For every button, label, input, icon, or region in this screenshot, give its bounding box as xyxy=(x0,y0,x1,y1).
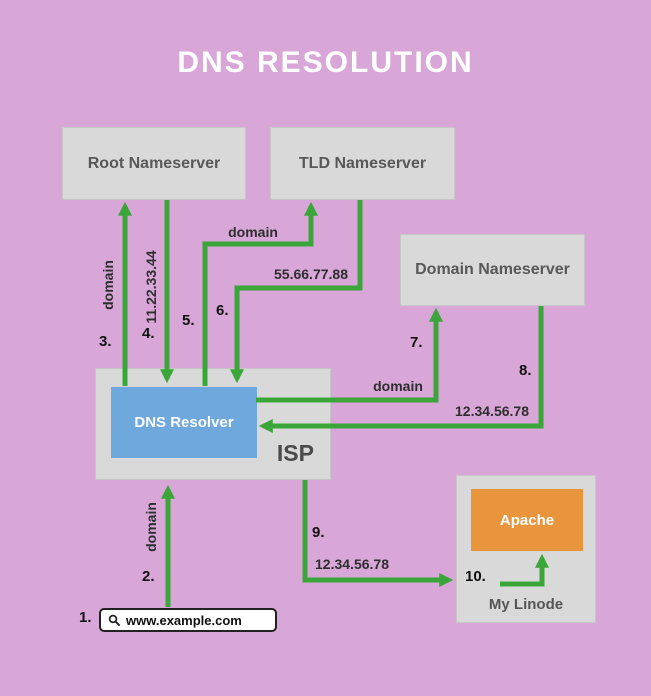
node-domain-nameserver: Domain Nameserver xyxy=(400,234,585,306)
tld-nameserver-label: TLD Nameserver xyxy=(298,154,427,172)
step-number-5: 5. xyxy=(182,312,195,329)
step-number-3: 3. xyxy=(99,333,112,350)
node-tld-nameserver: TLD Nameserver xyxy=(270,127,455,200)
search-icon xyxy=(108,614,121,626)
arrow-label-ip-9: 12.34.56.78 xyxy=(315,556,389,572)
domain-nameserver-label: Domain Nameserver xyxy=(415,261,570,278)
diagram-title: DNS RESOLUTION xyxy=(177,46,474,79)
step-number-9: 9. xyxy=(312,524,325,541)
step-number-4: 4. xyxy=(142,325,155,342)
step-number-2: 2. xyxy=(142,568,155,585)
arrow-label-ip-8: 12.34.56.78 xyxy=(455,403,529,419)
arrow-label-ip-6: 55.66.77.88 xyxy=(274,266,348,282)
url-text: www.example.com xyxy=(126,612,242,628)
node-apache: Apache xyxy=(471,489,583,551)
isp-label: ISP xyxy=(276,440,314,466)
arrow-label-domain-2: domain xyxy=(143,502,159,552)
dns-resolver-label: DNS Resolver xyxy=(134,414,234,431)
step-number-6: 6. xyxy=(216,302,229,319)
node-isp: DNS Resolver ISP xyxy=(95,368,331,480)
arrow-label-domain-7: domain xyxy=(373,378,423,394)
arrow-label-ip-4: 11.22.33.44 xyxy=(143,250,159,324)
step-number-8: 8. xyxy=(519,362,532,379)
arrow-label-domain-3: domain xyxy=(100,260,116,310)
step-number-10: 10. xyxy=(465,568,486,585)
node-my-linode: Apache My Linode xyxy=(456,475,596,623)
step-number-1: 1. xyxy=(79,609,92,626)
my-linode-label: My Linode xyxy=(488,596,564,613)
url-search-box[interactable]: www.example.com xyxy=(99,608,277,632)
node-dns-resolver: DNS Resolver xyxy=(111,387,257,458)
arrow-label-domain-5: domain xyxy=(228,224,278,240)
step-number-7: 7. xyxy=(410,334,423,351)
apache-label: Apache xyxy=(499,511,555,529)
root-nameserver-label: Root Nameserver xyxy=(87,154,221,172)
node-root-nameserver: Root Nameserver xyxy=(62,127,246,200)
